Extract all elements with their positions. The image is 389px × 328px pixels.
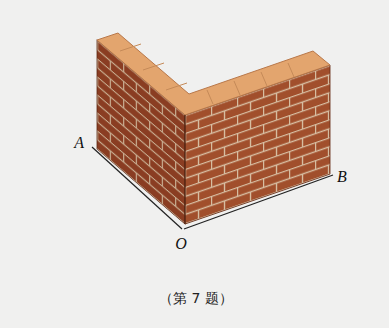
point-label: B <box>337 169 347 185</box>
point-label: O <box>175 236 187 252</box>
cap-joints <box>120 44 294 104</box>
wall-top <box>97 33 330 115</box>
wall-corner-edge <box>185 115 186 224</box>
point-label: A <box>74 135 84 151</box>
figure-caption: （第 7 题） <box>159 291 233 305</box>
